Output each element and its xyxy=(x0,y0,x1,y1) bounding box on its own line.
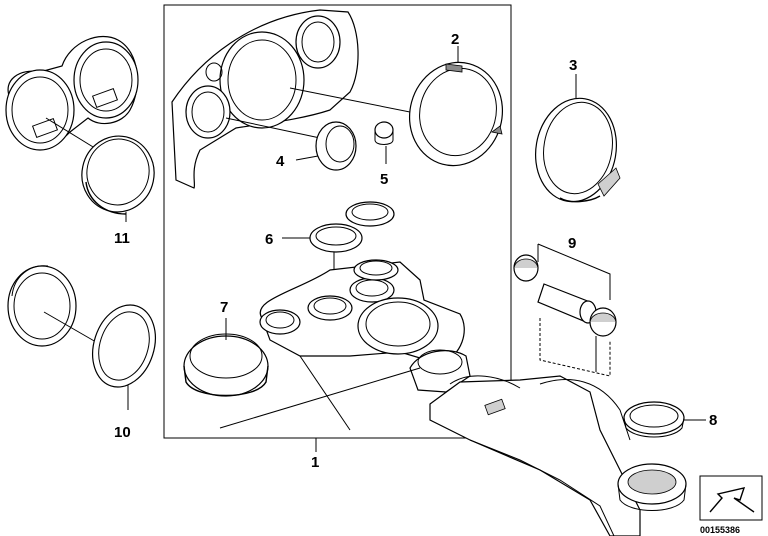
callout-8: 8 xyxy=(709,412,717,429)
callout-6: 6 xyxy=(265,231,273,248)
callout-4: 4 xyxy=(276,153,285,170)
callout-1: 1 xyxy=(311,454,319,471)
part-10-illustration xyxy=(7,265,156,410)
document-number-box xyxy=(699,475,763,521)
callout-5: 5 xyxy=(380,171,388,188)
callout-9: 9 xyxy=(568,235,576,252)
callout-2: 2 xyxy=(451,31,459,48)
part-11-illustration xyxy=(5,35,155,222)
part-6-illustration xyxy=(282,201,395,270)
part-8-illustration xyxy=(617,401,706,511)
part-4-illustration xyxy=(295,121,357,171)
callout-11: 11 xyxy=(114,230,130,247)
part-5-illustration xyxy=(374,121,394,164)
callout-3: 3 xyxy=(569,57,577,74)
callout-10: 10 xyxy=(114,424,131,441)
part-7-illustration xyxy=(183,318,269,397)
assembly-frame xyxy=(163,4,512,439)
center-console-illustration xyxy=(219,259,641,536)
instrument-panel-illustration xyxy=(171,9,421,189)
document-number: 00155386 xyxy=(700,525,740,535)
part-2-illustration xyxy=(408,46,504,167)
part-9-illustration xyxy=(513,243,617,377)
callout-7: 7 xyxy=(220,299,228,316)
part-3-illustration xyxy=(534,74,621,203)
